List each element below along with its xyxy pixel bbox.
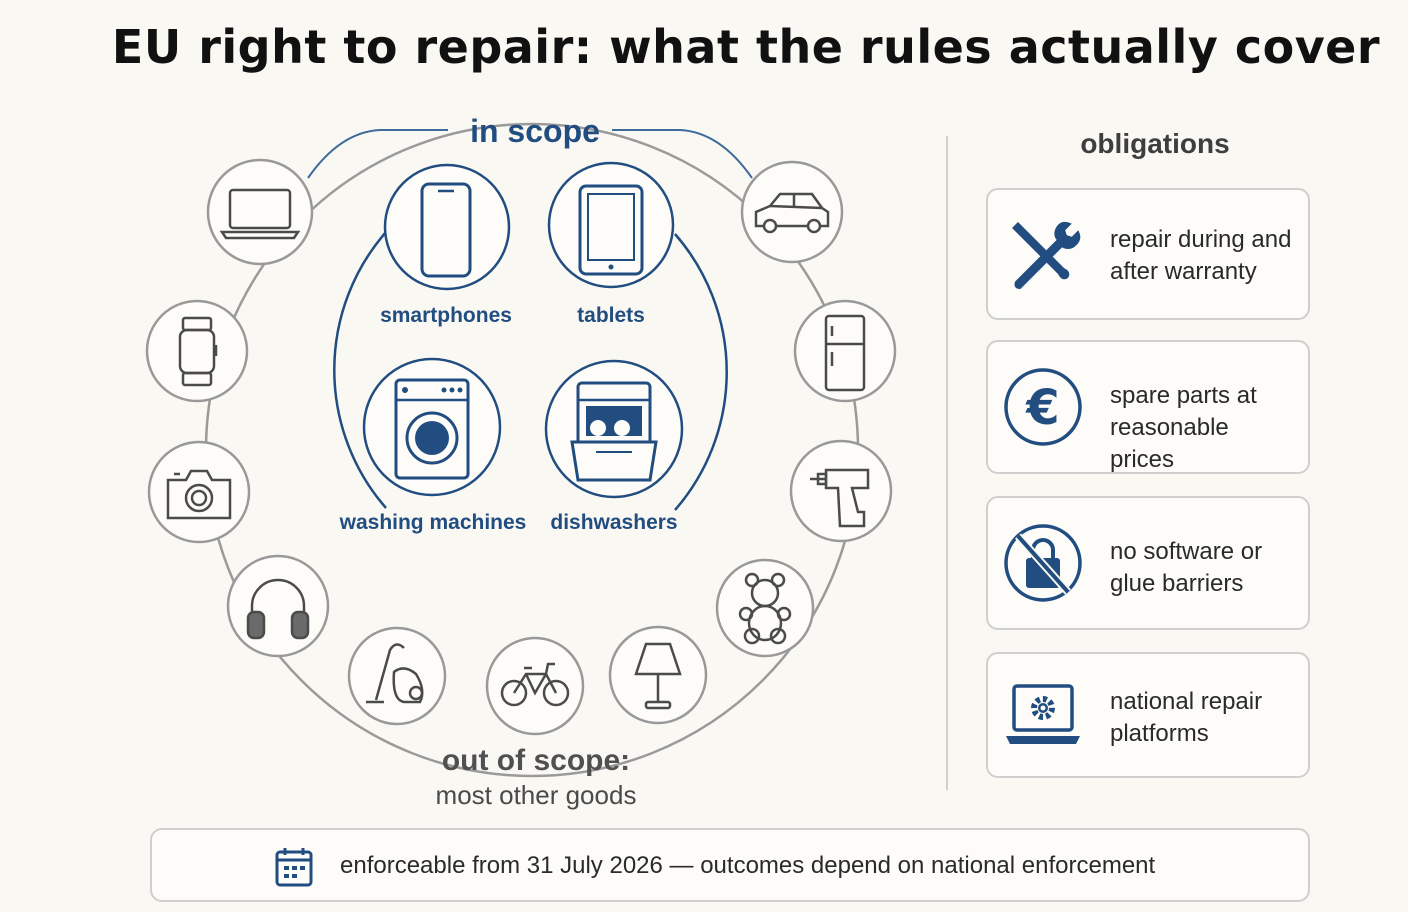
in-scope-item-washing-machines: washing machines [339,357,527,534]
washing-machine-icon [394,378,470,480]
out-item-car [740,160,844,264]
tablet-icon [578,184,644,276]
in-scope-arc [307,129,753,179]
svg-text:€: € [1025,380,1059,436]
out-item-vacuum [347,626,447,726]
in-scope-frame [333,231,728,511]
no-lock-icon [1004,524,1082,602]
fridge-icon [824,314,866,392]
out-item-headphones [226,554,330,658]
dishwasher-icon [570,381,658,482]
out-item-lamp [608,625,708,725]
obligation-text-repair: repair during and after warranty [1110,226,1292,285]
car-icon [754,192,830,234]
vacuum-cleaner-icon [366,643,424,704]
washing-machines-label: washing machines [339,511,527,534]
out-item-smartwatch [145,299,249,403]
out-item-bicycle [485,636,585,736]
tablets-label: tablets [577,304,645,327]
column-divider [946,136,948,790]
in-scope-item-dishwashers: dishwashers [544,359,684,534]
obligation-text-no-barriers: no software or glue barriers [1110,538,1263,597]
obligation-card-spare-parts: € spare parts at reasonable prices [986,340,1310,474]
page-title: EU right to repair: what the rules actua… [111,20,1381,74]
in-scope-item-tablets: tablets [547,161,675,327]
out-item-laptop [206,158,314,266]
out-item-fridge [793,299,897,403]
teddy-bear-icon [738,572,792,645]
obligation-text-spare-parts: spare parts at reasonable prices [1110,382,1257,473]
laptop-gear-icon [1006,684,1080,744]
lamp-icon [634,642,682,710]
obligation-card-no-barriers: no software or glue barriers [986,496,1310,630]
obligation-card-platforms: national repair platforms [986,652,1310,778]
smartphones-label: smartphones [380,304,512,327]
out-item-camera [147,440,251,544]
dishwashers-label: dishwashers [550,511,677,534]
out-of-scope-label: out of scope: [442,744,630,777]
enforcement-footer: enforceable from 31 July 2026 — outcomes… [150,828,1310,902]
headphones-icon [246,578,310,640]
bicycle-icon [500,662,570,707]
scope-diagram: in scope smartphones tablets washing mac… [145,113,897,810]
out-of-scope-sublabel: most other goods [436,780,637,810]
footer-text: enforceable from 31 July 2026 — outcomes… [340,852,1156,879]
smartphone-icon [420,182,472,278]
calendar-icon [275,848,313,887]
euro-icon: € [1004,368,1082,446]
obligations-title: obligations [1080,128,1230,159]
obligation-text-platforms: national repair platforms [1110,688,1263,747]
drill-icon [810,468,870,528]
smartwatch-icon [178,316,218,387]
camera-icon [166,469,232,520]
laptop-icon [219,188,301,240]
out-item-teddy-bear [715,558,815,658]
out-item-drill [789,439,893,543]
obligation-card-repair: repair during and after warranty [986,188,1310,320]
in-scope-label: in scope [470,113,600,149]
wrench-screwdriver-icon [1012,221,1081,290]
in-scope-item-smartphones: smartphones [380,163,512,327]
